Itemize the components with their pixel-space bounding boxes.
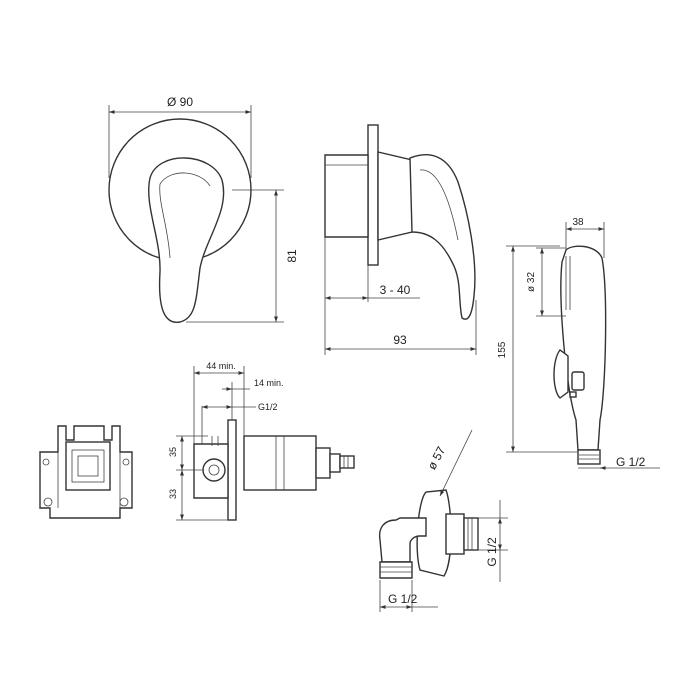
front-view-plate [108,118,252,323]
dim-body-thread: G1/2 [201,402,278,444]
dim-elbow-thread-horizontal: G 1/2 [379,580,438,612]
wall-elbow [378,489,479,579]
label-spray-width: 38 [572,217,584,228]
label-elbow-thread-horizontal: G 1/2 [388,592,418,606]
dim-spray-width: 38 [565,217,605,258]
label-elbow-diameter: ø 57 [425,444,449,472]
label-total-length: 93 [393,333,407,347]
dim-handle-height: 81 [186,189,299,323]
dim-elbow-thread-vertical: G 1/2 [478,500,508,582]
body-side-view [193,419,355,521]
label-plate-diameter: Ø 90 [167,95,193,109]
label-spray-diameter: ø 32 [526,272,537,292]
dim-plate-diameter: Ø 90 [108,95,252,178]
dim-spray-length: 155 [497,245,578,453]
label-handle-height: 81 [285,249,299,263]
dim-wall-depth: 3 - 40 [325,265,420,302]
hand-spray [553,245,607,465]
dim-spray-thread: G 1/2 [578,455,660,470]
label-body-thread: G1/2 [258,402,278,412]
label-body-upper: 35 [168,447,178,457]
label-spray-thread: G 1/2 [616,455,646,469]
dim-body-vertical: 35 33 [168,435,228,521]
label-body-lower: 33 [168,489,178,499]
label-body-min-offset: 14 min. [254,378,284,388]
label-wall-depth: 3 - 40 [380,283,411,297]
dim-elbow-diameter: ø 57 [425,429,473,497]
side-view-mixer [324,124,476,320]
dim-spray-diameter: ø 32 [526,247,566,317]
dim-body-min-depth: 44 min. [193,361,245,444]
dim-body-min-offset: 14 min. [222,378,284,420]
body-back-view [39,425,133,519]
label-spray-length: 155 [497,341,508,358]
label-body-min-depth: 44 min. [206,361,236,371]
dim-total-length: 93 [324,237,477,355]
label-elbow-thread-vertical: G 1/2 [485,537,499,567]
